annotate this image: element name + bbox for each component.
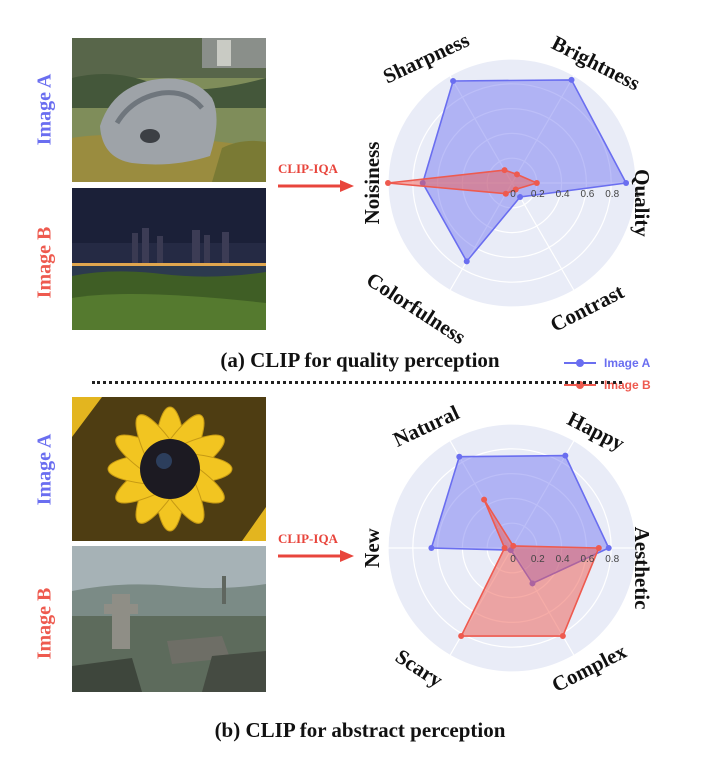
radial-tick-label: 0.6	[580, 189, 594, 200]
data-point-image-a	[517, 193, 524, 200]
axis-label-new: New	[360, 527, 384, 567]
radial-tick-label: 0.6	[580, 554, 594, 565]
data-point-image-a	[568, 76, 575, 83]
grid-spoke	[511, 75, 575, 184]
data-point-image-a	[623, 180, 630, 186]
panel-a-arrow-label: CLIP-IQA	[278, 161, 338, 176]
radial-tick-label: 0.4	[556, 554, 570, 565]
panel-b-arrow-icon	[278, 550, 354, 562]
panel-b-image-a-label: Image A	[33, 433, 56, 506]
radial-tick-label: 1	[634, 554, 640, 565]
photo-yellow-flower	[72, 397, 266, 541]
axis-label-quality: Quality	[630, 169, 654, 237]
panel-a-arrow-icon	[278, 180, 354, 192]
legend-marker-a-icon	[576, 359, 584, 367]
radial-tick-label: 0.2	[531, 189, 545, 200]
data-point-image-a	[605, 545, 612, 551]
panel-a-image-b-label: Image B	[33, 226, 56, 299]
panel-a-caption: (a) CLIP for quality perception	[220, 348, 500, 372]
panel-b-caption: (b) CLIP for abstract perception	[214, 718, 506, 742]
data-point-image-b	[481, 496, 488, 503]
panel-b-arrow-label: CLIP-IQA	[278, 531, 338, 546]
radial-tick-label: 1	[634, 189, 640, 200]
radial-tick-label: 0.2	[531, 554, 545, 565]
panel-a-image-a-label: Image A	[33, 73, 56, 146]
photo-foggy-graveyard	[72, 546, 266, 692]
data-point-image-b	[559, 633, 566, 640]
axis-label-aesthetic: Aesthetic	[630, 527, 654, 610]
axis-label-scary: Scary	[391, 644, 448, 692]
data-point-image-a	[562, 452, 569, 459]
radial-tick-label: 0	[510, 554, 516, 565]
data-point-image-a	[456, 453, 463, 460]
data-point-image-b	[501, 167, 508, 174]
panel-b-image-b-label: Image B	[33, 587, 56, 660]
radial-tick-label: 0.4	[556, 189, 570, 200]
data-point-image-a	[463, 258, 470, 265]
radial-tick-label: 0.8	[605, 189, 619, 200]
radial-tick-label: 0.8	[605, 554, 619, 565]
data-point-image-b	[512, 186, 519, 193]
axis-label-noisiness: Noisiness	[360, 142, 384, 225]
data-point-image-b	[595, 545, 602, 551]
radial-tick-label: 0	[510, 189, 516, 200]
grid-spoke	[511, 440, 575, 549]
section-divider	[92, 381, 622, 384]
data-point-image-b	[513, 171, 520, 178]
data-point-image-a	[428, 545, 435, 551]
grid-spoke	[511, 182, 575, 291]
data-point-image-b	[501, 545, 508, 551]
photo-city-night	[72, 188, 266, 330]
legend-item-image-a: Image A	[564, 356, 651, 370]
grid-spoke	[449, 75, 513, 184]
data-point-image-b	[533, 180, 540, 186]
data-point-image-b	[502, 190, 509, 197]
data-point-image-a	[450, 77, 457, 84]
data-point-image-b	[510, 542, 517, 549]
data-point-image-b	[458, 633, 465, 640]
data-point-image-b	[385, 180, 391, 186]
legend-label-a: Image A	[604, 356, 651, 370]
grid-spoke	[449, 182, 513, 291]
photo-rock-garden	[72, 38, 266, 182]
